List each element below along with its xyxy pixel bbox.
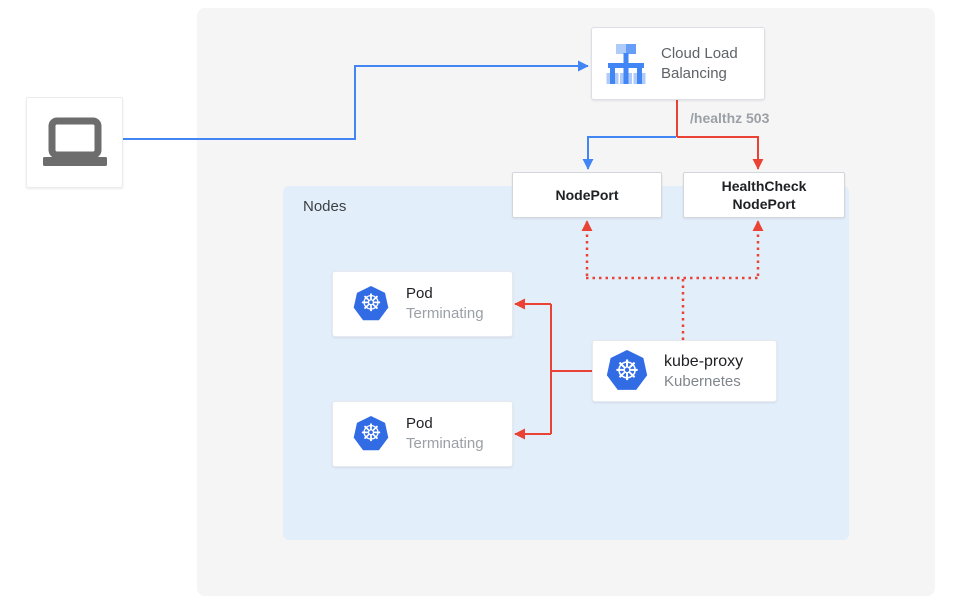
nodeport-label: NodePort	[555, 187, 619, 203]
cloud-load-balancing-node: Cloud Load Balancing	[591, 27, 765, 100]
pod-title: Pod	[406, 415, 433, 432]
kube-proxy-subtitle: Kubernetes	[664, 372, 741, 390]
kubernetes-icon: ☸	[353, 416, 389, 451]
healthcheck-nodeport-node: HealthCheck NodePort	[683, 172, 845, 218]
pod-node-2: ☸ Pod Terminating	[332, 401, 513, 467]
kubernetes-icon: ☸	[353, 286, 389, 321]
healthz-503-label: /healthz 503	[690, 110, 770, 126]
cloud-lb-label-line1: Cloud Load	[661, 44, 738, 62]
kube-proxy-node: ☸ kube-proxy Kubernetes	[592, 340, 777, 402]
pod-title: Pod	[406, 285, 433, 302]
kube-proxy-title: kube-proxy	[664, 352, 744, 370]
nodes-label: Nodes	[303, 198, 347, 215]
healthcheck-nodeport-label-line1: HealthCheck	[721, 178, 807, 194]
laptop-icon	[42, 117, 107, 166]
kubernetes-icon: ☸	[606, 350, 648, 390]
cloud-lb-label-line2: Balancing	[661, 64, 727, 82]
pod-status: Terminating	[406, 305, 484, 322]
cloud-load-balancing-icon	[606, 43, 646, 84]
healthcheck-nodeport-label-line2: NodePort	[732, 196, 796, 212]
nodeport-node: NodePort	[512, 172, 662, 218]
pod-node-1: ☸ Pod Terminating	[332, 271, 513, 337]
client-node	[26, 97, 123, 188]
pod-status: Terminating	[406, 435, 484, 452]
